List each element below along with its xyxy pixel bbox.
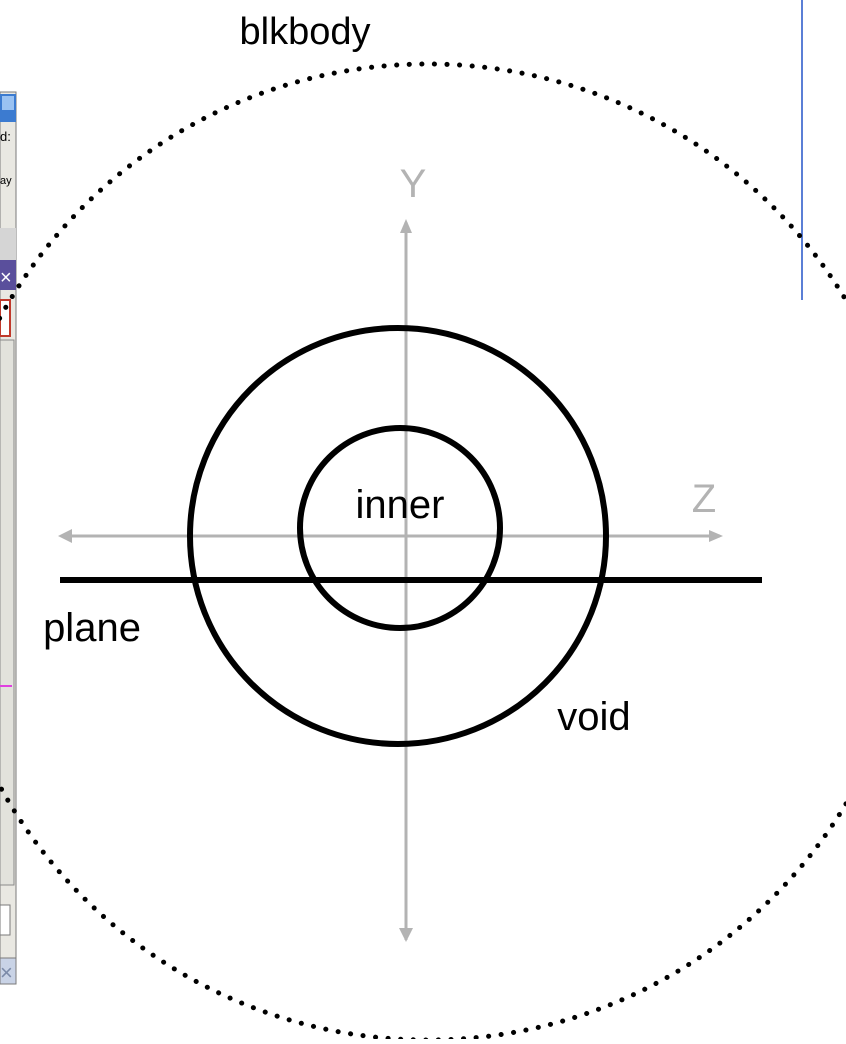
window-fragment-close-icon: ×: [0, 960, 13, 985]
window-fragment-text-1: d:: [0, 129, 11, 144]
window-close-button[interactable]: [0, 260, 16, 290]
window-fragment-text-2: ay: [0, 175, 12, 187]
void-circle: [187, 325, 609, 747]
background-window-fragment: d: ay × ×: [0, 91, 17, 985]
inner-circle: [297, 425, 503, 631]
label-y-axis: Y: [400, 162, 427, 206]
app-icon: [2, 96, 14, 110]
y-axis-arrow-bottom: [399, 928, 413, 942]
label-z-axis: Z: [692, 477, 716, 521]
label-void: void: [557, 695, 630, 739]
z-axis-arrow-left: [58, 529, 72, 543]
label-plane: plane: [43, 606, 141, 650]
label-inner: inner: [356, 483, 445, 527]
blkbody-circle: [0, 61, 846, 1043]
close-icon: ×: [0, 267, 12, 289]
label-blkbody: blkbody: [240, 11, 371, 53]
